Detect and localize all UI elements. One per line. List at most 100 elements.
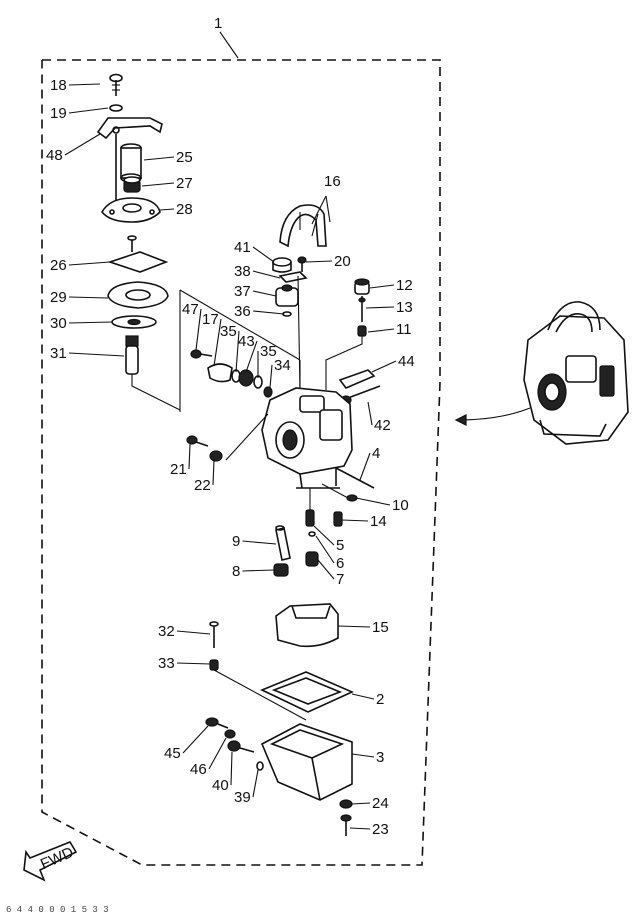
part-label-43: 43: [238, 333, 255, 350]
part-label-34: 34: [274, 357, 291, 374]
part-label-12: 12: [396, 277, 413, 294]
screw-21: [186, 435, 209, 447]
leader-line-28: [159, 208, 175, 211]
fwd-text: FWD: [38, 844, 76, 873]
part-label-35b: 35: [260, 343, 277, 360]
part-label-47: 47: [182, 301, 199, 318]
screw-18: [109, 73, 123, 96]
part-label-14: 14: [370, 513, 387, 530]
part-label-10: 10: [392, 497, 409, 514]
piston-31: [125, 335, 181, 411]
part-label-5: 5: [336, 537, 344, 554]
plate-26: [107, 235, 169, 273]
leader-line-35a: [235, 330, 240, 373]
leader-line-14: [341, 519, 369, 522]
part-label-41: 41: [234, 239, 251, 256]
cap-28: [101, 197, 161, 223]
assembly-number: 1: [214, 15, 222, 32]
leader-line-27: [141, 182, 175, 187]
screw-10: [321, 483, 358, 502]
part-label-31: 31: [50, 345, 67, 362]
rod-4: [335, 467, 375, 489]
part-label-11: 11: [396, 321, 412, 338]
clip-11: [357, 325, 367, 337]
part-label-29: 29: [50, 289, 67, 306]
leader-line-18: [68, 83, 101, 86]
part-label-21: 21: [170, 461, 187, 478]
leader-line-41: [252, 246, 275, 263]
leader-line-5: [313, 525, 335, 546]
bracket-48: [96, 117, 163, 140]
leader-line-43: [245, 340, 258, 373]
part-label-28: 28: [176, 201, 193, 218]
assembled-carburetor-view: [523, 301, 629, 445]
pin-32: [209, 621, 219, 648]
needle-13: [358, 296, 366, 322]
gasket-29: [107, 281, 169, 309]
leader-line-9: [242, 540, 277, 545]
screw-47: [190, 349, 213, 359]
part-label-18: 18: [50, 77, 67, 94]
leader-line-6: [315, 535, 335, 564]
part-label-32: 32: [158, 623, 175, 640]
leader-line-23: [349, 827, 371, 830]
part-label-38: 38: [234, 263, 251, 280]
leader-line-21: [188, 443, 191, 470]
leader-line-29: [68, 296, 109, 299]
leader-line-17: [213, 318, 222, 367]
part-label-40: 40: [212, 777, 229, 794]
leader-line-47: [195, 308, 202, 351]
leader-line-40: [230, 751, 233, 786]
leader-line-44: [371, 360, 397, 373]
leader-line-48: [64, 133, 101, 156]
washer-24: [339, 799, 353, 809]
leader-line-33: [176, 662, 211, 665]
gasket-2: [260, 671, 354, 713]
spring-43: [238, 369, 254, 387]
screw-40: [227, 740, 255, 753]
leader-line-19: [68, 107, 109, 114]
part-label-9: 9: [232, 533, 240, 550]
part-label-13: 13: [396, 299, 413, 316]
part-label-2: 2: [376, 691, 384, 708]
fwd-direction-badge: FWD: [23, 841, 78, 882]
part-label-35a: 35: [220, 323, 237, 340]
oring-34: [263, 386, 273, 398]
spring-22: [209, 450, 223, 462]
cap-41: [272, 257, 292, 273]
nut-27: [123, 176, 141, 193]
part-label-17: 17: [202, 311, 219, 328]
screw-45: [205, 717, 229, 729]
carburetor-body: [261, 387, 353, 489]
leader-line-31: [68, 352, 125, 357]
ring-36: [282, 311, 292, 317]
clip-44: [338, 369, 376, 389]
leader-line-8: [242, 569, 275, 572]
part-label-19: 19: [50, 105, 67, 122]
leader-line-10: [355, 497, 391, 506]
diaphragm-30: [111, 315, 157, 329]
leader-line-37: [252, 290, 277, 297]
part-label-30: 30: [50, 315, 67, 332]
float-15: [275, 603, 339, 648]
leader-line-30: [68, 321, 113, 324]
leader-line-20: [305, 260, 333, 263]
leader-line-15: [337, 625, 371, 628]
washer-46: [224, 729, 236, 739]
leader-line-22: [212, 459, 215, 486]
part-label-24: 24: [372, 795, 389, 812]
leader-line-46: [208, 737, 227, 770]
leader-line-24: [351, 802, 371, 805]
leader-line-12: [369, 284, 395, 289]
leader-line-11: [367, 328, 395, 333]
part-label-23: 23: [372, 821, 389, 838]
footer-code: 6 4 4 0 0 0 1 5 3 3: [6, 905, 109, 915]
tube-9: [275, 525, 291, 561]
screw-20: [297, 256, 307, 272]
valve-37: [275, 275, 301, 393]
part-label-20: 20: [334, 253, 351, 270]
part-label-37: 37: [234, 283, 251, 300]
part-label-44: 44: [398, 353, 415, 370]
washer-39: [256, 761, 264, 771]
